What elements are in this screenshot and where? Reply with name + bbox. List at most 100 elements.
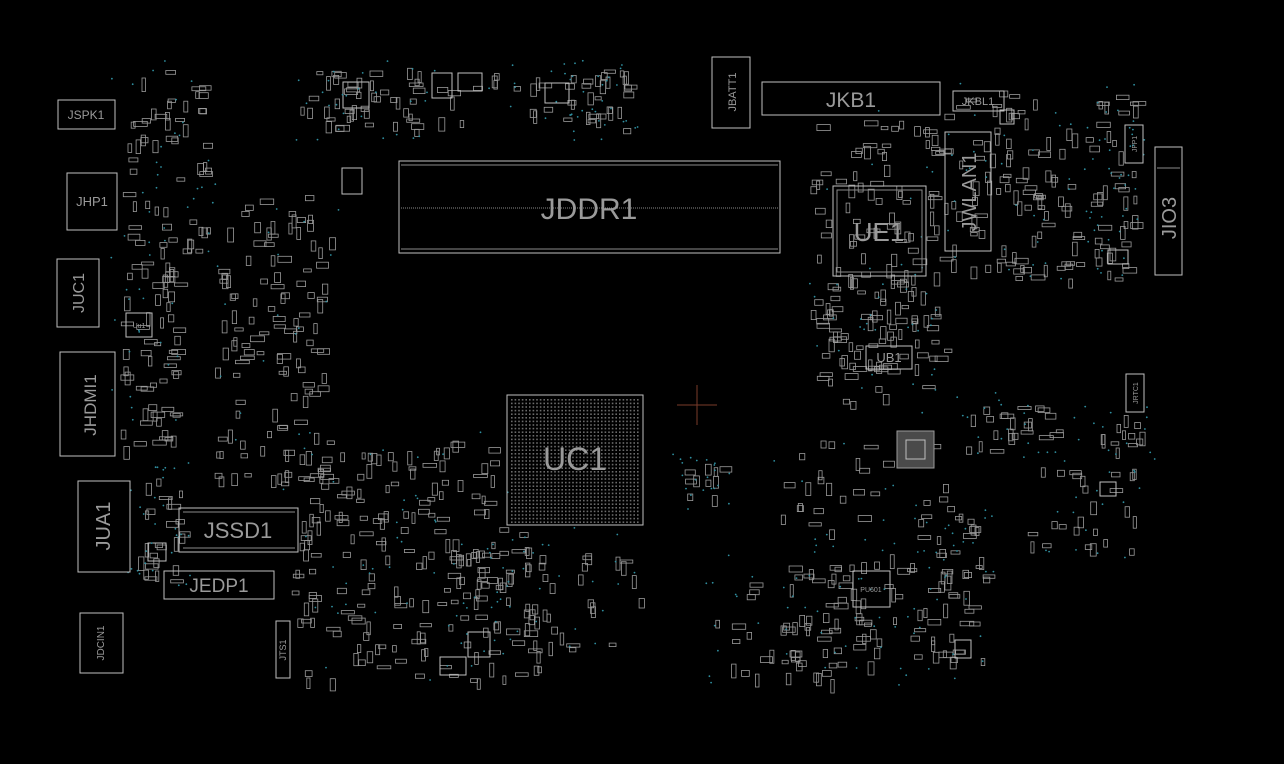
via (516, 630, 519, 633)
via (600, 138, 603, 141)
passive-component (986, 416, 995, 423)
via (429, 679, 431, 681)
via (591, 108, 594, 111)
connector-jkb1[interactable]: JKB1 (761, 81, 941, 116)
passive-component (1112, 139, 1117, 147)
via (915, 504, 917, 507)
passive-component (182, 124, 189, 138)
passive-component (1080, 475, 1086, 488)
connector-jfp1[interactable]: JFP1 (1124, 124, 1144, 164)
passive-component (240, 440, 246, 450)
via (145, 550, 148, 552)
via (314, 606, 317, 609)
passive-component (638, 598, 645, 609)
via (416, 497, 419, 500)
connector-jua1[interactable]: JUA1 (77, 480, 131, 573)
connector-jrtc1[interactable]: JRTC1 (1125, 373, 1145, 413)
connector-jdcin1[interactable]: JDCIN1 (79, 612, 124, 674)
passive-component (731, 663, 737, 679)
via (138, 288, 141, 291)
passive-component (1017, 201, 1023, 216)
via (944, 527, 947, 530)
via (956, 396, 959, 399)
unlabeled-component (467, 631, 491, 658)
via (1096, 101, 1099, 104)
passive-component (369, 70, 384, 77)
passive-component (705, 479, 712, 487)
passive-component (867, 661, 875, 676)
via (1124, 556, 1126, 559)
passive-component (1136, 438, 1144, 446)
chip-unlabeled-square[interactable] (896, 430, 935, 469)
passive-component (1001, 245, 1007, 258)
connector-jio3[interactable]: JIO3 (1154, 146, 1183, 276)
via (581, 59, 584, 62)
via (961, 414, 964, 417)
passive-component (587, 92, 594, 106)
passive-component (914, 126, 921, 137)
passive-component (1121, 241, 1132, 248)
connector-jwlan1[interactable]: JWLAN1 (944, 131, 992, 252)
passive-component (152, 282, 165, 289)
passive-component (619, 70, 625, 78)
via (418, 135, 421, 138)
via (294, 332, 297, 335)
passive-component (951, 259, 957, 273)
passive-component (788, 565, 803, 573)
via (156, 466, 159, 469)
connector-juc1[interactable]: JUC1 (56, 258, 100, 328)
passive-component (356, 644, 362, 653)
passive-component (1122, 430, 1126, 440)
connector-jts1[interactable]: JTS1 (275, 620, 291, 679)
connector-jkbl1[interactable]: JKBL1 (952, 90, 1005, 112)
passive-component (1090, 201, 1104, 207)
via (959, 82, 962, 85)
passive-component (431, 482, 438, 496)
via (591, 580, 594, 583)
passive-component (313, 432, 320, 445)
passive-component (623, 128, 632, 135)
chip-uc1[interactable]: UC1 (506, 394, 644, 526)
passive-component (876, 361, 883, 374)
passive-component (329, 237, 336, 251)
connector-jedp1[interactable]: JEDP1 (163, 570, 275, 600)
passive-component (284, 470, 290, 483)
connector-jhp1[interactable]: JHP1 (66, 172, 118, 231)
passive-component (1098, 101, 1103, 110)
connector-jddr1[interactable]: JDDR1 (398, 160, 781, 254)
via (164, 466, 167, 469)
connector-jhdmi1[interactable]: JHDMI1 (59, 351, 116, 457)
unlabeled-component (544, 82, 570, 104)
connector-jbatt1[interactable]: JBATT1 (711, 56, 751, 129)
chip-ub1[interactable]: UB1 (865, 345, 913, 370)
passive-component (549, 583, 556, 594)
passive-component (942, 650, 947, 658)
via (547, 544, 550, 546)
chip-uu1[interactable]: Uu1 (125, 312, 153, 338)
passive-component (826, 482, 833, 496)
passive-component (853, 489, 866, 496)
passive-component (195, 248, 204, 254)
via (267, 231, 270, 234)
passive-component (395, 97, 401, 110)
passive-component (1077, 516, 1084, 529)
via (139, 506, 142, 509)
via (446, 665, 449, 667)
passive-component (749, 582, 764, 588)
passive-component (427, 497, 436, 502)
passive-component (363, 109, 370, 119)
passive-component (1010, 417, 1016, 431)
connector-jspk1[interactable]: JSPK1 (57, 99, 116, 130)
connector-jssd1[interactable]: JSSD1 (178, 507, 299, 553)
chip-ue1[interactable]: UE1 (832, 185, 927, 277)
passive-component (505, 569, 515, 574)
via (1075, 549, 1077, 551)
passive-component (183, 100, 189, 113)
chip-pu601[interactable]: PU601 (852, 570, 891, 608)
passive-component (291, 214, 297, 229)
passive-component (947, 506, 956, 513)
via (550, 70, 553, 73)
passive-component (481, 495, 486, 505)
via (1107, 449, 1110, 452)
